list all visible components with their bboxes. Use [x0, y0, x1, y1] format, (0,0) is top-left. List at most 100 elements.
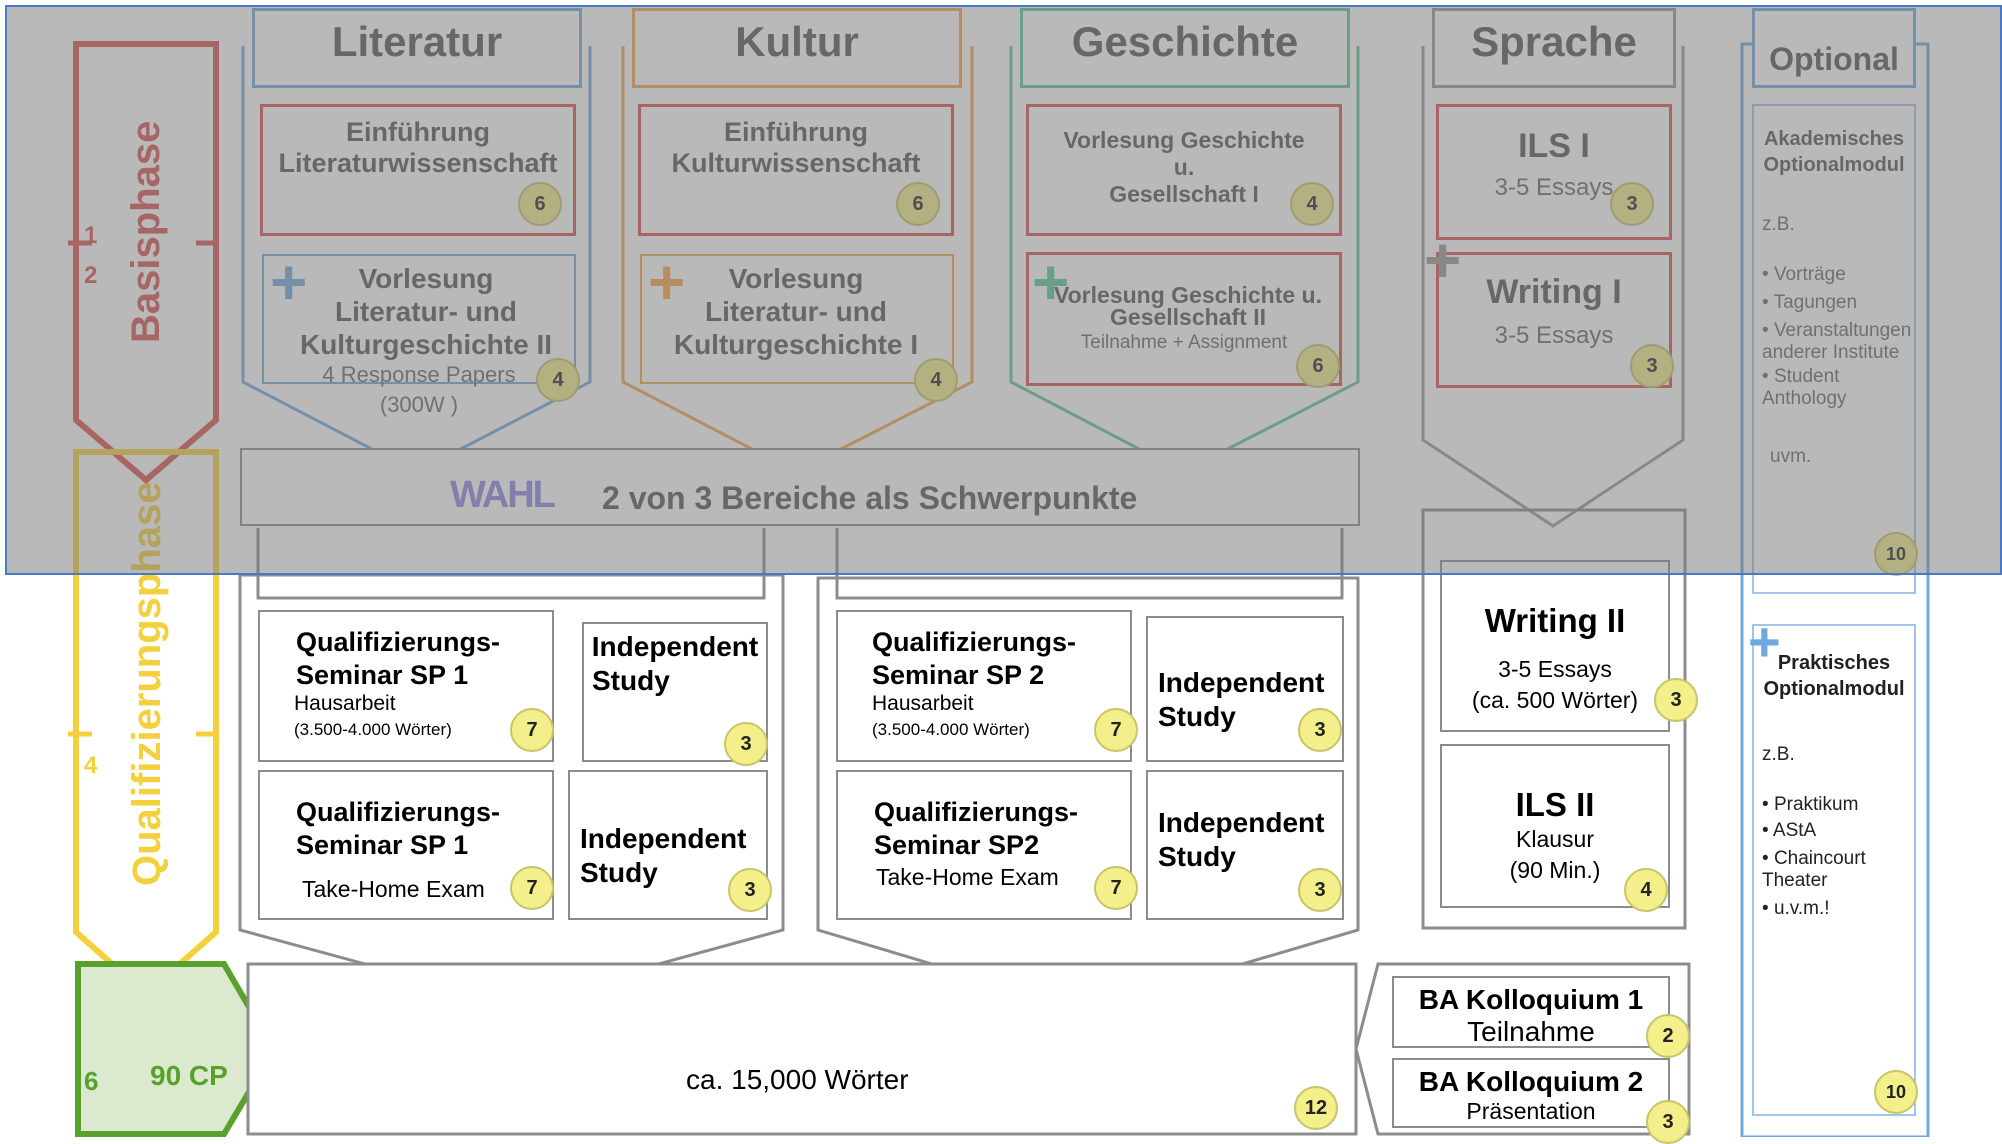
- plus-icon: +: [1424, 224, 1462, 296]
- zb-label: z.B.: [1762, 744, 1795, 765]
- thesis-box: [246, 962, 1358, 1136]
- module-subtitle: 3-5 Essays: [1494, 322, 1614, 349]
- prak-item: • u.v.m.!: [1762, 898, 1830, 919]
- cp-badge: 3: [1654, 678, 1698, 722]
- basisphase-number-2: 2: [84, 262, 98, 289]
- module-subtitle: Teilnahme: [1467, 1016, 1595, 1047]
- header-sprache: Sprache: [1432, 8, 1676, 88]
- module-ba-kolloquium-1: BA Kolloquium 1 Teilnahme: [1392, 976, 1670, 1048]
- abschlussphase-shape: [75, 961, 278, 1137]
- cp-badge: 6: [1296, 344, 1340, 388]
- header-kultur: Kultur: [632, 8, 962, 88]
- cp-badge: 6: [518, 182, 562, 226]
- abschluss-number: 6: [84, 1066, 99, 1096]
- cp-badge: 3: [728, 868, 772, 912]
- cp-badge: 12: [1294, 1086, 1338, 1130]
- header-literatur: Literatur: [252, 8, 582, 88]
- header-optional: Optional: [1752, 8, 1916, 88]
- module-title: Vorlesung Geschichte u. Gesellschaft II: [1054, 282, 1322, 330]
- module-subtitle: Klausur: [1516, 826, 1594, 852]
- module-title: Writing I: [1486, 273, 1622, 311]
- module-subtitle: Hausarbeit: [872, 692, 974, 715]
- cp-badge: 4: [914, 358, 958, 402]
- cp-badge: 7: [1094, 866, 1138, 910]
- qualifizierungsphase-label: Qualifizierungsphase: [125, 481, 169, 886]
- cp-badge: 7: [1094, 708, 1138, 752]
- basisphase-label: Basisphase: [124, 120, 168, 343]
- module-title: ILS I: [1518, 127, 1590, 165]
- total-cp: 90 CP: [150, 1060, 228, 1091]
- module-qualifizierungsseminar-sp1-hausarbeit: Qualifizierungs-Seminar SP 1 Hausarbeit …: [258, 610, 554, 762]
- module-title: Qualifizierungs-Seminar SP 1: [296, 797, 501, 860]
- prak-item: • Chaincourt Theater: [1762, 848, 1866, 891]
- module-title: Einführung: [346, 117, 490, 147]
- cp-badge: 7: [510, 708, 554, 752]
- akad-item: • Tagungen: [1762, 292, 1858, 313]
- akad-item: • Vorträge: [1762, 264, 1846, 285]
- module-title: Einführung: [724, 117, 868, 147]
- module-note: (ca. 500 Wörter): [1471, 687, 1639, 713]
- cp-badge: 4: [536, 358, 580, 402]
- cp-badge: 4: [1624, 868, 1668, 912]
- akademisches-title: Akademisches Optionalmodul: [1763, 128, 1905, 176]
- cp-badge: 3: [1630, 344, 1674, 388]
- module-title: Qualifizierungs-Seminar SP2: [874, 797, 1079, 860]
- wahl-label: WAHL: [450, 474, 556, 516]
- cp-badge: 2: [1646, 1014, 1690, 1058]
- thesis-text: ca. 15,000 Wörter: [686, 1064, 909, 1095]
- module-note: (90 Min.): [1509, 857, 1601, 883]
- cp-badge: 3: [724, 722, 768, 766]
- module-title: ILS II: [1515, 786, 1595, 823]
- module-subtitle: Teilnahme + Assignment: [1080, 332, 1288, 353]
- zb-label: z.B.: [1762, 214, 1795, 235]
- module-title: Writing II: [1484, 602, 1626, 639]
- wahl-text: 2 von 3 Bereiche als Schwerpunkte: [602, 480, 1138, 516]
- akad-item: • Veranstaltungen anderer Institute: [1762, 320, 1912, 363]
- cp-badge: 7: [510, 866, 554, 910]
- cp-badge: 4: [1290, 182, 1334, 226]
- module-subtitle: Hausarbeit: [294, 692, 396, 715]
- akad-item: • Student Anthology: [1762, 366, 1847, 409]
- module-title: BA Kolloquium 1: [1418, 984, 1644, 1015]
- module-title: Qualifizierungs-Seminar SP 2: [872, 627, 1077, 690]
- module-title: Qualifizierungs-Seminar SP 1: [296, 627, 501, 690]
- module-qualifizierungsseminar-sp2-hausarbeit: Qualifizierungs-Seminar SP 2 Hausarbeit …: [836, 610, 1132, 762]
- cp-badge: 3: [1298, 708, 1342, 752]
- module-note: (300W ): [379, 392, 459, 417]
- module-praktisches-optionalmodul: [1752, 624, 1916, 1116]
- module-title: u.: [1173, 154, 1195, 180]
- basisphase-number-1: 1: [84, 222, 98, 249]
- praktisches-title: Praktisches Optionalmodul: [1763, 652, 1905, 700]
- plus-icon: +: [1748, 610, 1781, 673]
- cp-badge: 3: [1610, 182, 1654, 226]
- module-note: (3.500-4.000 Wörter): [872, 720, 1030, 739]
- module-title: BA Kolloquium 2: [1418, 1066, 1644, 1097]
- module-title: Kulturwissenschaft: [671, 148, 921, 178]
- cp-badge: 3: [1646, 1100, 1690, 1144]
- module-title: Vorlesung Geschichte: [1063, 127, 1305, 153]
- qualifizierungsphase-number: 4: [84, 752, 98, 779]
- cp-badge: 3: [1298, 868, 1342, 912]
- module-qualifizierungsseminar-sp2-exam: Qualifizierungs-Seminar SP2 Take-Home Ex…: [836, 770, 1132, 920]
- module-title: Vorlesung Literatur- und Kulturgeschicht…: [673, 263, 919, 360]
- module-writing-2: Writing II 3-5 Essays (ca. 500 Wörter): [1440, 560, 1670, 732]
- module-subtitle: Take-Home Exam: [876, 864, 1059, 890]
- module-note: (3.500-4.000 Wörter): [294, 720, 452, 739]
- module-subtitle: 4 Response Papers: [322, 362, 516, 387]
- module-title: Vorlesung Literatur- und Kulturgeschicht…: [299, 263, 553, 360]
- prak-item: • Praktikum: [1762, 794, 1859, 815]
- cp-badge: 10: [1874, 1070, 1918, 1114]
- module-subtitle: Präsentation: [1466, 1098, 1596, 1124]
- module-ba-kolloquium-2: BA Kolloquium 2 Präsentation: [1392, 1058, 1670, 1128]
- module-subtitle: 3-5 Essays: [1498, 656, 1612, 682]
- module-qualifizierungsseminar-sp1-exam: Qualifizierungs-Seminar SP 1 Take-Home E…: [258, 770, 554, 920]
- module-subtitle: Take-Home Exam: [302, 876, 485, 902]
- cp-badge: 6: [896, 182, 940, 226]
- header-geschichte: Geschichte: [1020, 8, 1350, 88]
